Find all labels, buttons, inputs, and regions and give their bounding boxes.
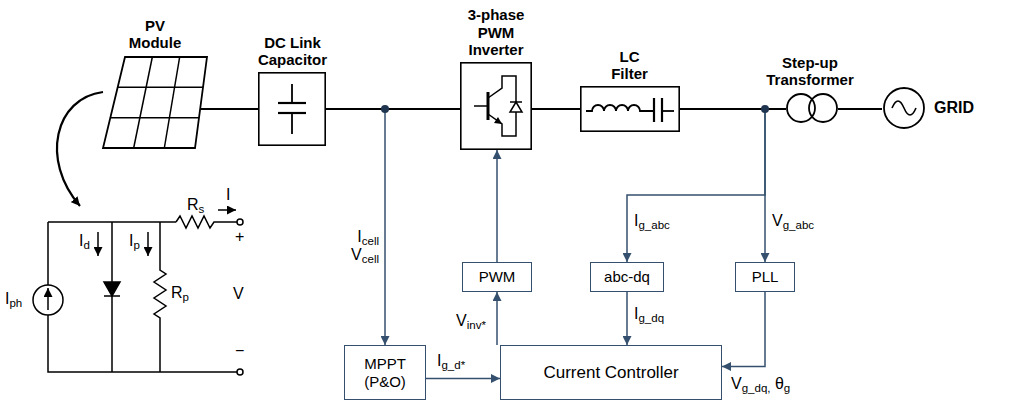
block-label: Step-up Transformer <box>758 54 863 89</box>
process-box: Current Controller <box>500 345 722 400</box>
signal-arrow <box>496 150 498 262</box>
zoom-arrow <box>57 92 103 206</box>
current-arrow <box>147 232 149 256</box>
signal-arrow <box>626 292 628 345</box>
process-box: PLL <box>735 262 795 292</box>
bottom-rail <box>48 222 237 372</box>
signal-label: Vg_dq, θg <box>730 375 791 393</box>
transformer-symbol <box>786 92 838 124</box>
circuit-label: Iph <box>4 290 23 308</box>
signal-arrow <box>764 109 766 262</box>
current-arrow <box>97 232 99 256</box>
ac-source-symbol <box>882 86 926 130</box>
process-box: abc-dq <box>590 262 664 292</box>
block-heading: 3-phase PWM Inverter <box>459 6 534 58</box>
process-box: MPPT (P&O) <box>344 345 426 400</box>
current-source-symbol <box>33 285 63 315</box>
lc-filter-symbol <box>580 86 680 132</box>
box-label: PWM <box>479 268 516 285</box>
signal-arrow <box>496 292 498 345</box>
box-label: abc-dq <box>604 268 650 285</box>
signal-arrow <box>384 109 386 345</box>
grid: GRID <box>880 84 1010 132</box>
power-wire <box>838 108 882 110</box>
capacitor-symbol <box>258 72 326 146</box>
signal-label: Vinv* <box>455 312 487 330</box>
block-label: GRID <box>934 99 974 117</box>
circuit-label: V <box>232 285 245 303</box>
shunt-resistor-symbol <box>154 222 166 372</box>
inverter-block: 3-phase PWM Inverter <box>455 0 537 150</box>
box-label: Current Controller <box>543 363 678 383</box>
diode-symbol <box>104 222 120 372</box>
signal-label: Ig_d* <box>436 352 466 370</box>
block-label: PV Module <box>125 17 185 52</box>
pv-panel-icon <box>103 55 207 150</box>
transformer-symbol <box>786 92 838 124</box>
block-heading: LC Filter <box>600 48 660 83</box>
block-heading: DC Link Capacitor <box>253 34 333 69</box>
lc-filter-symbol <box>580 86 680 132</box>
box-label: MPPT (P&O) <box>345 355 425 390</box>
process-box: PWM <box>462 262 532 292</box>
source-arrow <box>47 288 49 310</box>
block-label: DC Link Capacitor <box>253 34 333 69</box>
junction-dot <box>381 105 389 113</box>
power-wire <box>201 108 258 110</box>
signal-label: Ig_abc <box>633 212 671 230</box>
diode-symbol <box>104 282 120 296</box>
ac-source-symbol <box>882 86 926 130</box>
signal-label: Vg_abc <box>771 212 815 230</box>
dc-link-block: DC Link Capacitor <box>250 0 335 146</box>
block-label: LC Filter <box>600 48 660 83</box>
terminal <box>237 369 243 375</box>
signal-arrow <box>426 378 500 380</box>
circuit-label: Rs <box>186 196 205 214</box>
capacitor-symbol <box>258 72 326 146</box>
pv-module: PV Module <box>95 0 215 152</box>
current-arrow <box>218 209 236 211</box>
circuit-label: Ip <box>128 232 141 250</box>
block-heading: Step-up Transformer <box>758 54 863 89</box>
signal-label: Ig_dq <box>633 305 665 323</box>
igbt-symbol <box>460 62 532 150</box>
transformer: Step-up Transformer <box>755 0 865 124</box>
block-heading: GRID <box>934 99 974 117</box>
box-label: PLL <box>752 268 779 285</box>
pv-panel-icon <box>103 55 207 150</box>
signal-arrow <box>722 292 765 367</box>
power-wire <box>326 108 460 110</box>
igbt-symbol <box>460 62 532 150</box>
circuit-label: Rp <box>170 284 190 302</box>
block-label: 3-phase PWM Inverter <box>459 6 534 58</box>
circuit-label: + <box>234 228 245 246</box>
block-heading: PV Module <box>125 17 185 52</box>
circuit-label: I <box>225 186 231 204</box>
power-wire <box>532 108 580 110</box>
power-wire <box>680 108 786 110</box>
junction-dot <box>761 105 769 113</box>
circuit-label: − <box>234 342 245 360</box>
signal-label: Icell Vcell <box>330 228 380 263</box>
terminal <box>237 219 243 225</box>
series-resistor-symbol <box>176 216 237 228</box>
circuit-label: Id <box>78 232 91 250</box>
lc-filter-block: LC Filter <box>572 0 687 134</box>
